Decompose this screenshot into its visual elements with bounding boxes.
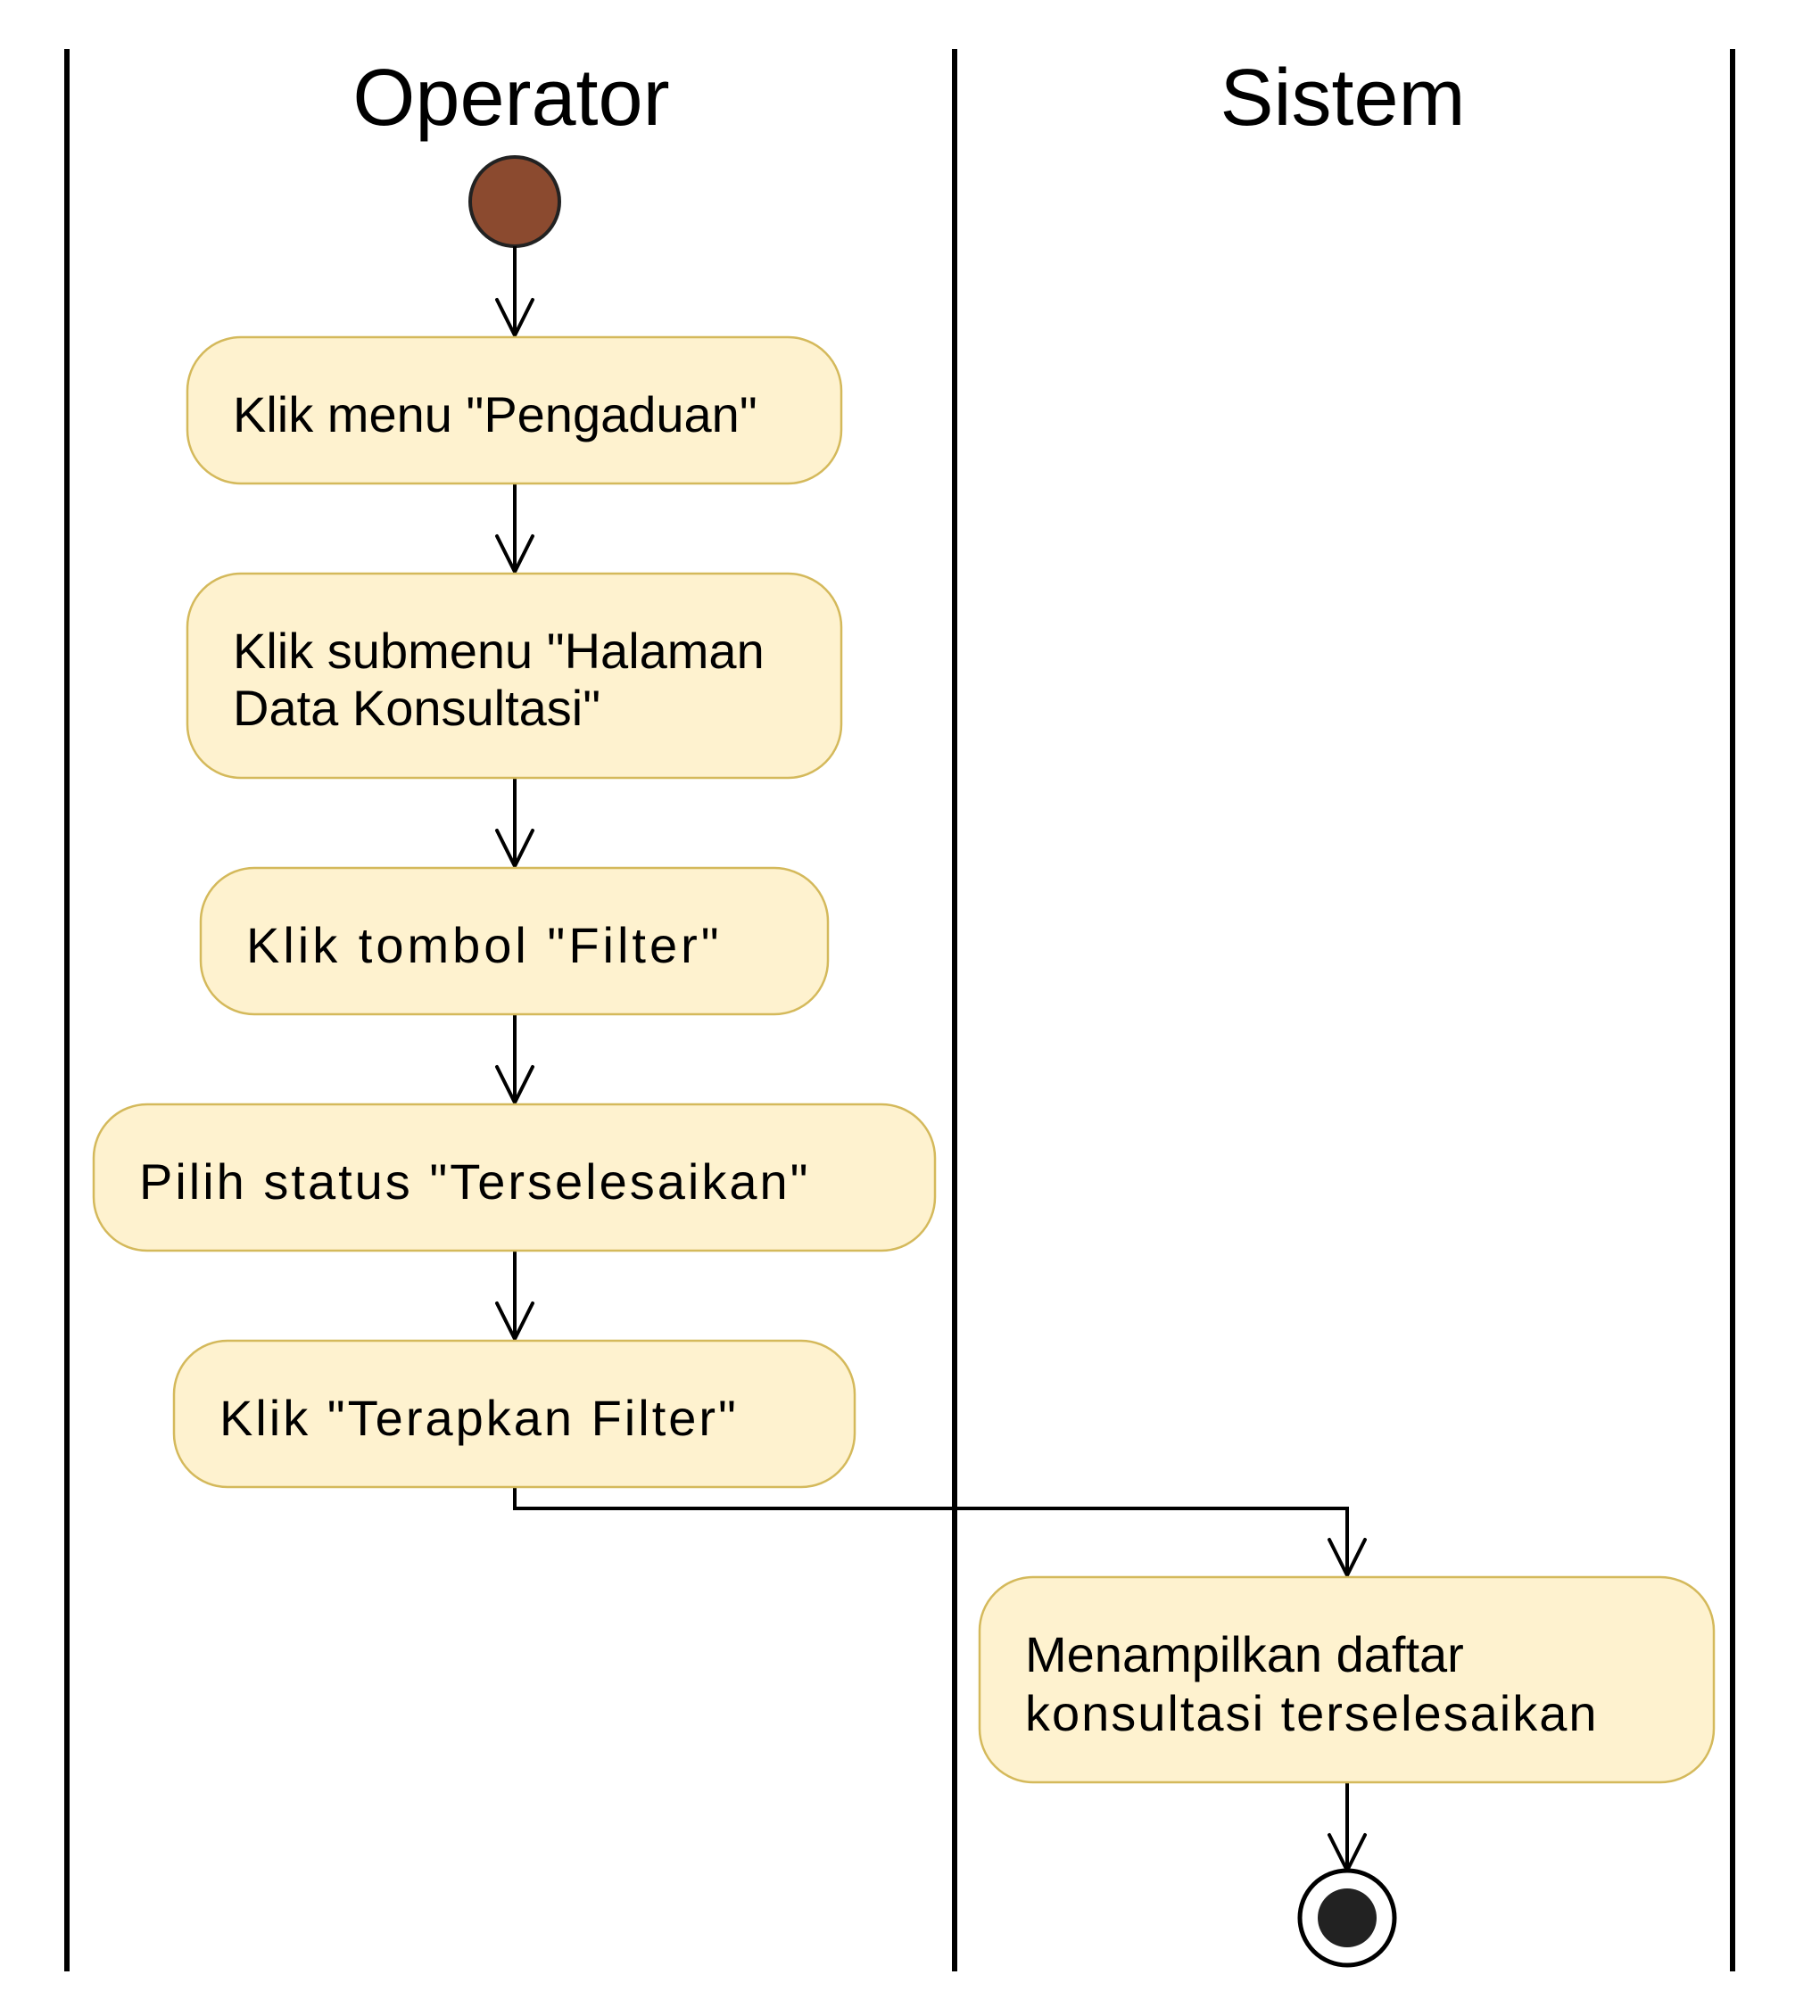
activity-label: Pilih status "Terselesaikan" <box>139 1153 811 1210</box>
flow-a5-to-a6 <box>513 1487 1367 1577</box>
activity-klik-terapkan-filter: Klik "Terapkan Filter" <box>172 1339 856 1489</box>
flow-a6-to-end <box>1328 1782 1367 1872</box>
start-node <box>468 155 561 248</box>
activity-menampilkan-daftar-konsultasi: Menampilkan daftar konsultasi terselesai… <box>978 1575 1716 1784</box>
flow-a4-to-a5 <box>495 1251 534 1341</box>
activity-label-line-1: Menampilkan daftar <box>1025 1626 1464 1682</box>
activity-klik-submenu-halaman-data-konsultasi: Klik submenu "Halaman Data Konsultasi" <box>186 572 843 780</box>
flow-a3-to-a4 <box>495 1014 534 1104</box>
activity-label-line-2: Data Konsultasi" <box>233 680 600 736</box>
activity-label: Klik menu "Pengaduan" <box>233 386 757 442</box>
activity-klik-menu-pengaduan: Klik menu "Pengaduan" <box>186 335 843 485</box>
lane-title-operator: Operator <box>352 54 669 143</box>
activity-label-line-2: konsultasi terselesaikan <box>1025 1685 1599 1741</box>
activity-klik-tombol-filter: Klik tombol "Filter" <box>199 866 830 1016</box>
end-node <box>1297 1868 1397 1968</box>
flow-start-to-a1 <box>495 246 534 337</box>
activity-label: Klik tombol "Filter" <box>246 917 723 973</box>
activity-pilih-status-terselesaikan: Pilih status "Terselesaikan" <box>92 1103 937 1252</box>
activity-label: Klik "Terapkan Filter" <box>219 1390 739 1446</box>
flow-a2-to-a3 <box>495 778 534 868</box>
activity-label-line-1: Klik submenu "Halaman <box>233 623 765 679</box>
lane-title-sistem: Sistem <box>1220 54 1465 143</box>
flow-a1-to-a2 <box>495 483 534 574</box>
